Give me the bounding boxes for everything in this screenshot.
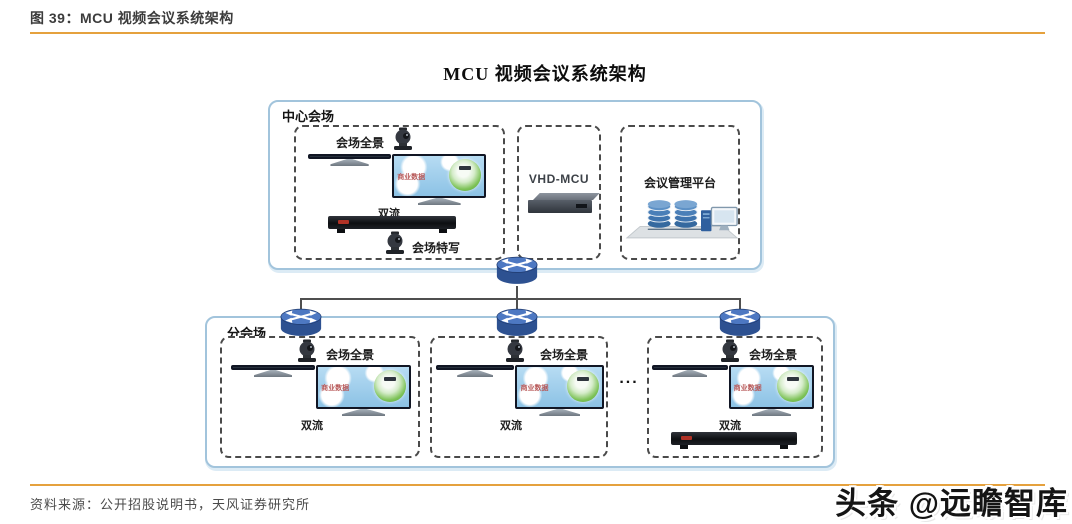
dual-screen-tvs: 商业数据 bbox=[652, 365, 814, 416]
ptz-camera-icon bbox=[721, 339, 739, 362]
screen-text: 商业数据 bbox=[397, 174, 426, 181]
branch-venue-3: 会场全景 商业数据 双流 bbox=[647, 336, 823, 458]
globe-graphic-icon bbox=[449, 159, 481, 191]
tv-stand bbox=[457, 370, 494, 377]
panorama-label: 会场全景 bbox=[540, 348, 589, 362]
branch-venue-2: 会场全景 商业数据 双流 bbox=[430, 336, 608, 458]
management-platform-label: 会议管理平台 bbox=[643, 176, 716, 190]
panorama-camera-icon bbox=[294, 339, 320, 368]
codec-rack-device bbox=[328, 216, 456, 229]
connector-line bbox=[516, 286, 518, 298]
mcu-top-face bbox=[533, 193, 600, 200]
source-note: 资料来源：公开招股说明书，天风证券研究所 bbox=[30, 497, 311, 512]
ptz-camera-icon bbox=[298, 339, 316, 362]
globe-graphic-icon bbox=[567, 370, 599, 402]
branch-venues-box: 分会场 会场全景 商业数据 双流 bbox=[205, 316, 835, 468]
watermark-logo: 头条 @远瞻智库 bbox=[835, 486, 1068, 521]
panorama-label: 会场全景 bbox=[749, 348, 798, 362]
tv-stand bbox=[672, 370, 708, 377]
closeup-label: 会场特写 bbox=[412, 241, 461, 255]
branch-venue-1: 会场全景 商业数据 双流 bbox=[220, 336, 420, 458]
dual-screen-tvs: 商业数据 bbox=[231, 365, 411, 416]
tv-stand bbox=[417, 198, 461, 205]
tv-content-screen: 商业数据 bbox=[392, 154, 486, 205]
router-icon bbox=[719, 308, 761, 336]
tv-content-screen: 商业数据 bbox=[515, 365, 604, 416]
center-venue-box: 中心会场 会场全景 商业数据 双流 bbox=[268, 100, 762, 270]
mcu-group: VHD-MCU bbox=[517, 125, 601, 260]
mcu-front-face bbox=[528, 200, 592, 213]
globe-graphic-icon bbox=[374, 370, 406, 402]
connector-line bbox=[516, 298, 518, 311]
database-cylinder-icon bbox=[647, 200, 672, 228]
mcu-server-device bbox=[528, 193, 600, 215]
globe-graphic-icon bbox=[777, 370, 809, 402]
screen-text: 商业数据 bbox=[520, 385, 549, 392]
center-venue-label: 中心会场 bbox=[282, 109, 335, 124]
mcu-label: VHD-MCU bbox=[528, 172, 590, 186]
tv-stand bbox=[539, 409, 581, 416]
management-platform-group: 会议管理平台 bbox=[620, 125, 740, 260]
diagram-title: MCU 视频会议系统架构 bbox=[443, 64, 647, 84]
connector-line bbox=[300, 298, 741, 300]
database-cylinder-icon bbox=[673, 200, 698, 228]
dual-stream-label: 双流 bbox=[500, 420, 522, 432]
screen-text: 商业数据 bbox=[321, 385, 350, 392]
closeup-camera-icon bbox=[382, 231, 408, 260]
tv-panorama-people bbox=[308, 154, 392, 166]
figure-caption: 图 39：MCU 视频会议系统架构 bbox=[30, 10, 234, 26]
tv-content-screen: 商业数据 bbox=[316, 365, 411, 416]
core-router-icon bbox=[494, 255, 540, 291]
panorama-camera-icon bbox=[502, 339, 528, 368]
tv-stand bbox=[341, 409, 386, 416]
ptz-camera-icon bbox=[394, 127, 412, 150]
video-terminal-rack bbox=[328, 216, 456, 233]
tv-panorama-people bbox=[231, 365, 316, 377]
branch-router-icon bbox=[494, 307, 540, 343]
router-icon bbox=[496, 308, 538, 336]
panorama-label: 会场全景 bbox=[336, 136, 385, 150]
tv-stand bbox=[330, 159, 369, 166]
server-platform-icon bbox=[625, 200, 739, 239]
tv-panorama-people bbox=[652, 365, 728, 377]
video-terminal-rack bbox=[671, 432, 797, 449]
connector-line bbox=[739, 298, 741, 311]
tv-stand bbox=[253, 370, 293, 377]
branch-router-icon bbox=[278, 307, 324, 343]
ptz-camera-icon bbox=[386, 231, 404, 254]
center-equipment-group: 会场全景 商业数据 双流 bbox=[294, 125, 505, 260]
screen-text: 商业数据 bbox=[733, 385, 762, 392]
tv-content-screen: 商业数据 bbox=[728, 365, 814, 416]
workstation-icon bbox=[701, 206, 738, 232]
panorama-label: 会场全景 bbox=[326, 348, 375, 362]
dual-screen-tvs: 商业数据 bbox=[308, 154, 486, 205]
branch-router-icon bbox=[717, 307, 763, 343]
dual-screen-tvs: 商业数据 bbox=[436, 365, 604, 416]
router-icon bbox=[496, 256, 538, 284]
connector-line bbox=[300, 298, 302, 311]
rack-led-icon bbox=[681, 436, 692, 440]
header-divider bbox=[30, 32, 1045, 34]
panorama-camera-icon bbox=[717, 339, 743, 368]
codec-rack-device bbox=[671, 432, 797, 445]
dual-stream-label: 双流 bbox=[719, 420, 741, 432]
rack-led-icon bbox=[338, 220, 349, 224]
dual-stream-label: 双流 bbox=[301, 420, 323, 432]
tv-panorama-people bbox=[436, 365, 515, 377]
more-venues-ellipsis: ... bbox=[619, 370, 639, 387]
router-icon bbox=[280, 308, 322, 336]
footer-divider bbox=[30, 484, 1045, 486]
ptz-camera-icon bbox=[506, 339, 524, 362]
panorama-camera-icon bbox=[390, 127, 416, 156]
tv-stand bbox=[751, 409, 791, 416]
